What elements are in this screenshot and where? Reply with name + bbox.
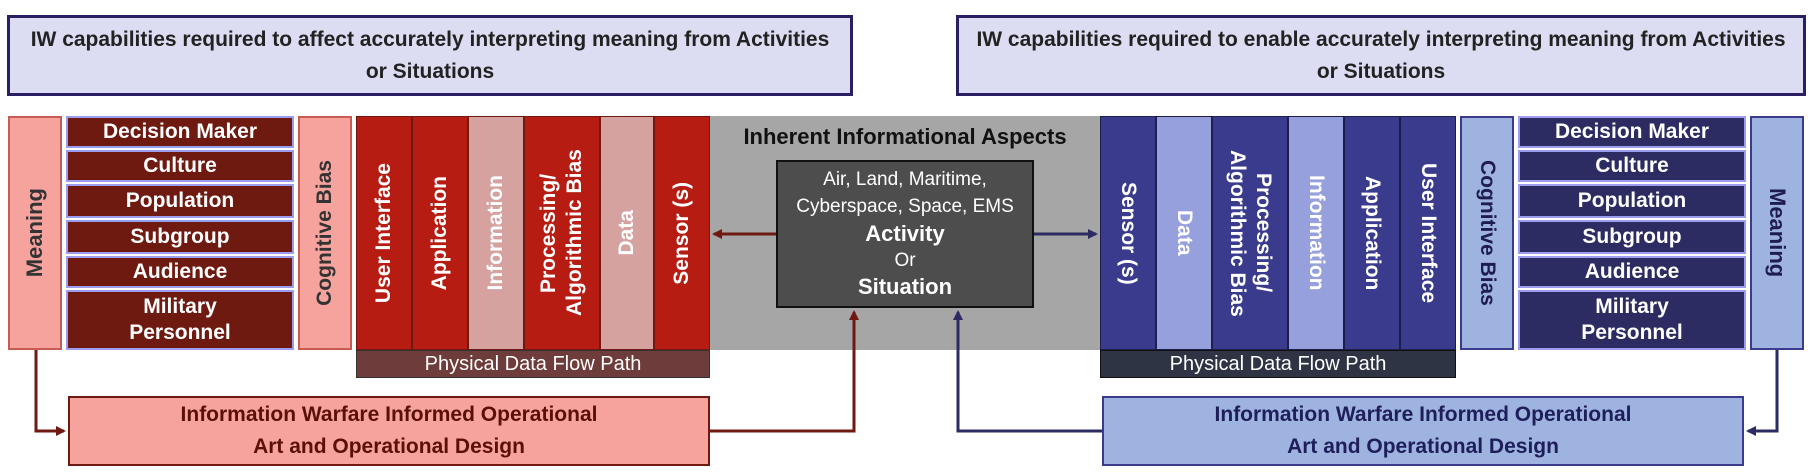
right-flow-path-bar: Physical Data Flow Path (1100, 350, 1456, 378)
right-stack-culture: Culture (1518, 150, 1746, 182)
situation-label: Situation (857, 274, 953, 299)
inherent-aspects-title: Inherent Informational Aspects (743, 124, 1067, 149)
left-col-data: Data (600, 116, 654, 350)
left-col-processing-bias: Processing/ Algorithmic Bias (524, 116, 600, 350)
left-audience-stack: Decision Maker Culture Population Subgro… (66, 116, 294, 350)
right-audience-stack: Decision Maker Culture Population Subgro… (1518, 116, 1746, 350)
right-stack-audience: Audience (1518, 256, 1746, 288)
right-stack-military-personnel: Military Personnel (1518, 290, 1746, 350)
domains-text: Air, Land, Maritime, Cyberspace, Space, … (796, 169, 1014, 217)
left-stack-subgroup: Subgroup (66, 220, 294, 254)
activity-label: Activity (865, 221, 945, 246)
right-meaning-box: Meaning (1750, 116, 1804, 350)
left-stack-decision-maker: Decision Maker (66, 116, 294, 148)
arrow-left-box-to-activity (710, 310, 859, 433)
right-col-sensor: Sensor (s) (1100, 116, 1156, 350)
arrow-right-meaning-to-box (1746, 350, 1779, 436)
left-stack-military-personnel: Military Personnel (66, 290, 294, 350)
left-col-information: Information (468, 116, 524, 350)
left-bottom-box: Information Warfare Informed Operational… (68, 396, 710, 466)
arrow-left-meaning-to-box (34, 350, 66, 436)
left-flow-path-bar: Physical Data Flow Path (356, 350, 710, 378)
left-col-sensor: Sensor (s) (654, 116, 710, 350)
left-cognitive-bias-box: Cognitive Bias (298, 116, 352, 350)
left-col-application: Application (412, 116, 468, 350)
left-stack-culture: Culture (66, 150, 294, 182)
left-col-user-interface: User Interface (356, 116, 412, 350)
activity-situation-box: Air, Land, Maritime, Cyberspace, Space, … (776, 160, 1034, 308)
right-stack-decision-maker: Decision Maker (1518, 116, 1746, 148)
left-stack-audience: Audience (66, 256, 294, 288)
arrow-right-box-to-activity (953, 310, 1102, 433)
right-col-user-interface: User Interface (1400, 116, 1456, 350)
right-bottom-box: Information Warfare Informed Operational… (1102, 396, 1744, 466)
right-col-application: Application (1344, 116, 1400, 350)
right-stack-subgroup: Subgroup (1518, 220, 1746, 254)
right-stack-population: Population (1518, 184, 1746, 218)
right-col-processing-bias: Processing/ Algorithmic Bias (1212, 116, 1288, 350)
left-meaning-box: Meaning (8, 116, 62, 350)
left-header-caption: IW capabilities required to affect accur… (7, 15, 853, 96)
right-header-caption: IW capabilities required to enable accur… (956, 15, 1806, 96)
or-label: Or (894, 250, 916, 271)
right-col-information: Information (1288, 116, 1344, 350)
right-cognitive-bias-box: Cognitive Bias (1460, 116, 1514, 350)
right-col-data: Data (1156, 116, 1212, 350)
left-stack-population: Population (66, 184, 294, 218)
